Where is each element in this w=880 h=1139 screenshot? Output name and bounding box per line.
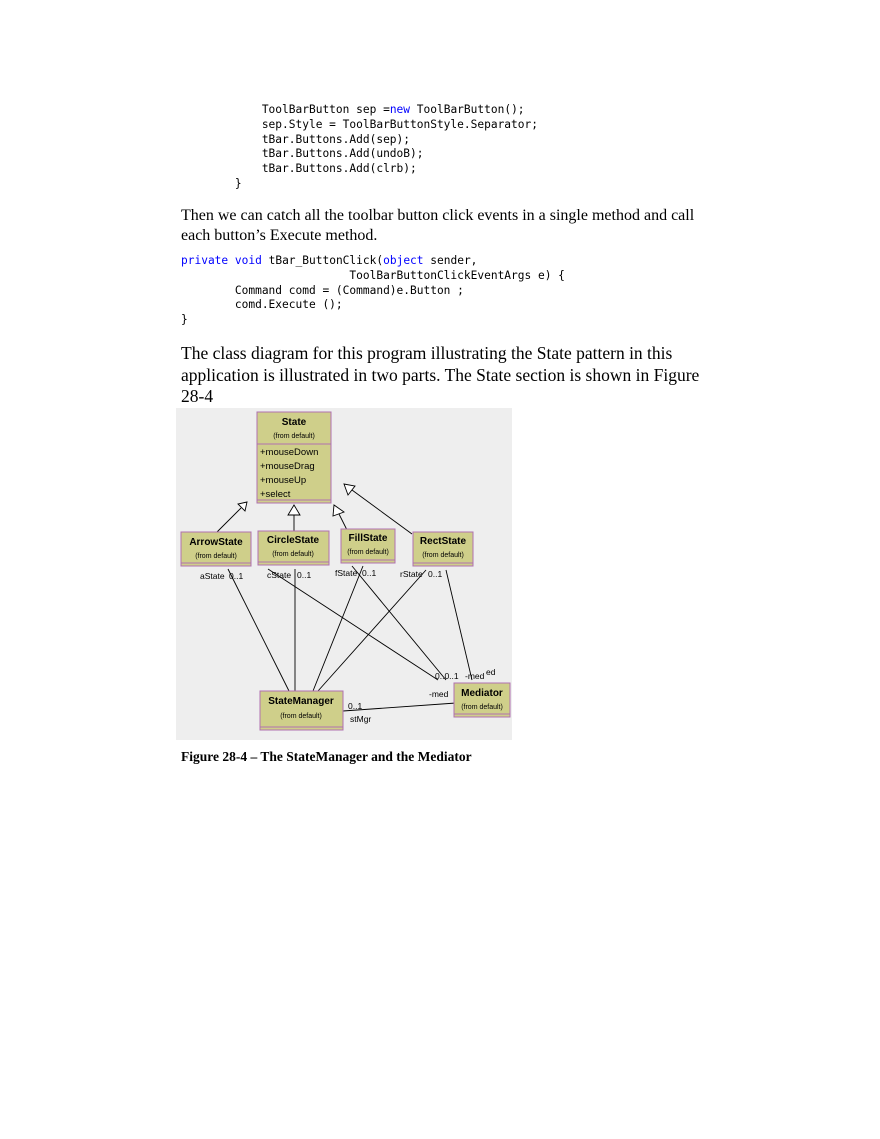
class-name: State — [282, 417, 307, 428]
code-line: comd.Execute (); — [181, 298, 343, 312]
class-stereotype: (from default) — [280, 713, 322, 720]
code-line: private void tBar_ButtonClick(object sen… — [181, 254, 478, 267]
class-rect-state: RectState (from default) — [412, 531, 474, 567]
multiplicity-label: 0..1 — [362, 568, 376, 578]
generalization-edges — [215, 483, 413, 535]
operation: +mouseUp — [260, 475, 306, 486]
multiplicity-label: 0..0..1 — [435, 671, 459, 681]
figure-caption: Figure 28-4 – The StateManager and the M… — [181, 749, 472, 764]
multiplicity-label: 0..1 — [348, 701, 362, 711]
paragraph-class-diagram-intro: The class diagram for this program illus… — [181, 343, 700, 406]
class-state: State (from default) +mouseDown +mouseDr… — [256, 411, 332, 504]
class-state-manager: StateManager (from default) — [259, 690, 344, 731]
code-line: } — [181, 176, 242, 190]
code-line: tBar.Buttons.Add(clrb); — [181, 162, 417, 176]
multiplicity-label: 0..1 — [229, 571, 243, 581]
role-label: -med — [465, 671, 485, 681]
class-fill-state: FillState (from default) — [340, 528, 396, 564]
code-line: ToolBarButtonClickEventArgs e) { — [181, 268, 565, 282]
association-labels: aState 0..1 cState 0..1 fState 0..1 rSta… — [200, 568, 496, 724]
class-stereotype: (from default) — [273, 433, 315, 440]
role-label: cState — [267, 570, 291, 580]
class-name: ArrowState — [189, 537, 243, 548]
operation: +mouseDown — [260, 447, 318, 458]
role-label: -med — [429, 689, 449, 699]
class-name: FillState — [349, 533, 388, 544]
code-block-toolbar: ToolBarButton sep =new ToolBarButton(); … — [181, 103, 538, 192]
uml-class-diagram: State (from default) +mouseDown +mouseDr… — [176, 408, 512, 740]
role-label: stMgr — [350, 714, 371, 724]
role-label: rState — [400, 569, 423, 579]
class-name: CircleState — [267, 535, 320, 546]
role-label: aState — [200, 571, 225, 581]
operation: +select — [260, 489, 291, 500]
class-circle-state: CircleState (from default) — [257, 530, 330, 566]
role-label: ed — [486, 667, 496, 677]
code-line: tBar.Buttons.Add(sep); — [181, 132, 411, 146]
code-line: tBar.Buttons.Add(undoB); — [181, 147, 424, 161]
class-stereotype: (from default) — [195, 553, 237, 560]
operation: +mouseDrag — [260, 461, 315, 472]
class-name: StateManager — [268, 696, 334, 707]
code-line: ToolBarButton sep =new ToolBarButton(); — [181, 103, 525, 116]
multiplicity-label: 0..1 — [297, 570, 311, 580]
code-line: Command comd = (Command)e.Button ; — [181, 283, 464, 297]
multiplicity-label: 0..1 — [428, 569, 442, 579]
code-line: } — [181, 313, 188, 327]
class-stereotype: (from default) — [422, 552, 464, 559]
code-block-button-click: private void tBar_ButtonClick(object sen… — [181, 254, 565, 328]
class-stereotype: (from default) — [461, 704, 503, 711]
role-label: fState — [335, 568, 357, 578]
class-name: RectState — [420, 536, 467, 547]
class-stereotype: (from default) — [347, 549, 389, 556]
association-edges — [227, 565, 473, 712]
class-name: Mediator — [461, 688, 503, 699]
paragraph-toolbar-events: Then we can catch all the toolbar button… — [181, 207, 695, 244]
class-stereotype: (from default) — [272, 551, 314, 558]
class-arrow-state: ArrowState (from default) — [180, 531, 252, 567]
code-line: sep.Style = ToolBarButtonStyle.Separator… — [181, 117, 538, 131]
class-mediator: Mediator (from default) — [453, 682, 511, 718]
